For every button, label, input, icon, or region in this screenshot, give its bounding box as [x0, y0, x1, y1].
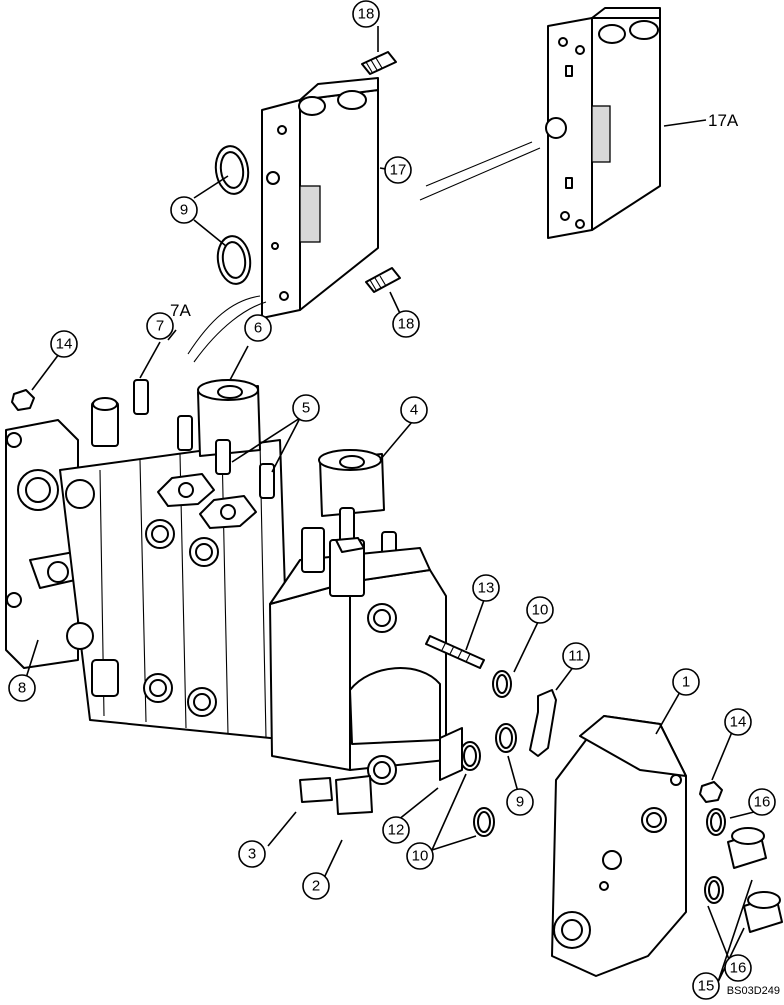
svg-text:16: 16 [754, 794, 771, 811]
callout-13: 13 [472, 574, 500, 602]
svg-text:5: 5 [302, 400, 310, 417]
callout-7: 7 [146, 312, 174, 340]
callout-10-lower: 10 [406, 842, 434, 870]
svg-text:4: 4 [410, 402, 418, 419]
svg-text:18: 18 [358, 6, 375, 23]
callout-11: 11 [562, 642, 590, 670]
main-valve-assembly [5, 379, 447, 815]
callout-7a: 7A [170, 301, 191, 320]
svg-text:1: 1 [682, 674, 690, 691]
alt-link-lines [419, 141, 541, 201]
callout-6: 6 [244, 314, 272, 342]
part-12-plate [439, 727, 463, 781]
svg-text:7: 7 [156, 318, 164, 335]
callout-9-upper: 9 [170, 196, 198, 224]
callout-12: 12 [382, 816, 410, 844]
svg-text:10: 10 [412, 848, 429, 865]
svg-text:16: 16 [730, 960, 747, 977]
leader-lines [25, 26, 755, 983]
callout-17a: 17A [708, 111, 739, 130]
part-18-upper-screw [361, 51, 397, 75]
callout-18-upper: 18 [352, 0, 380, 28]
svg-text:17: 17 [390, 162, 407, 179]
callout-1: 1 [672, 668, 700, 696]
svg-text:6: 6 [254, 320, 262, 337]
callout-9-lower: 9 [506, 788, 534, 816]
callout-5: 5 [292, 394, 320, 422]
part-14-left-nut [11, 389, 35, 411]
callout-4: 4 [400, 396, 428, 424]
part-16-orings [704, 808, 726, 904]
svg-text:13: 13 [478, 580, 495, 597]
assembly-guide-lines [187, 295, 267, 363]
part-11-gasket [529, 689, 557, 757]
callout-14-right: 14 [724, 708, 752, 736]
part-9-upper-orings [214, 145, 252, 285]
callout-18-lower: 18 [392, 310, 420, 338]
callout-15: 15 [692, 972, 720, 1000]
callout-17: 17 [384, 156, 412, 184]
svg-text:12: 12 [388, 822, 405, 839]
svg-text:3: 3 [248, 846, 256, 863]
callout-2: 2 [302, 872, 330, 900]
svg-text:2: 2 [312, 878, 320, 895]
callout-3: 3 [238, 840, 266, 868]
callout-14-left: 14 [50, 330, 78, 358]
svg-text:10: 10 [532, 602, 549, 619]
part-1-end-cover [551, 715, 687, 977]
part-15-plugs [727, 827, 783, 933]
part-14-right-nut [699, 781, 723, 803]
svg-text:15: 15 [698, 978, 715, 995]
svg-text:14: 14 [730, 714, 747, 731]
callout-10-upper: 10 [526, 596, 554, 624]
svg-text:11: 11 [568, 648, 584, 665]
callout-8: 8 [8, 674, 36, 702]
drawing-reference: BS03D249 [727, 985, 780, 997]
callout-16-upper: 16 [748, 788, 776, 816]
callout-16-lower: 16 [724, 954, 752, 982]
svg-text:9: 9 [516, 794, 524, 811]
part-17a-end-cover [545, 7, 661, 239]
part-10-orings [459, 670, 517, 837]
svg-text:8: 8 [18, 680, 26, 697]
part-17-end-cover [261, 77, 379, 319]
part-13-stud [425, 635, 485, 669]
svg-text:14: 14 [56, 336, 73, 353]
part-18-lower-screw [365, 267, 401, 293]
svg-text:18: 18 [398, 316, 415, 333]
svg-text:9: 9 [180, 202, 188, 219]
